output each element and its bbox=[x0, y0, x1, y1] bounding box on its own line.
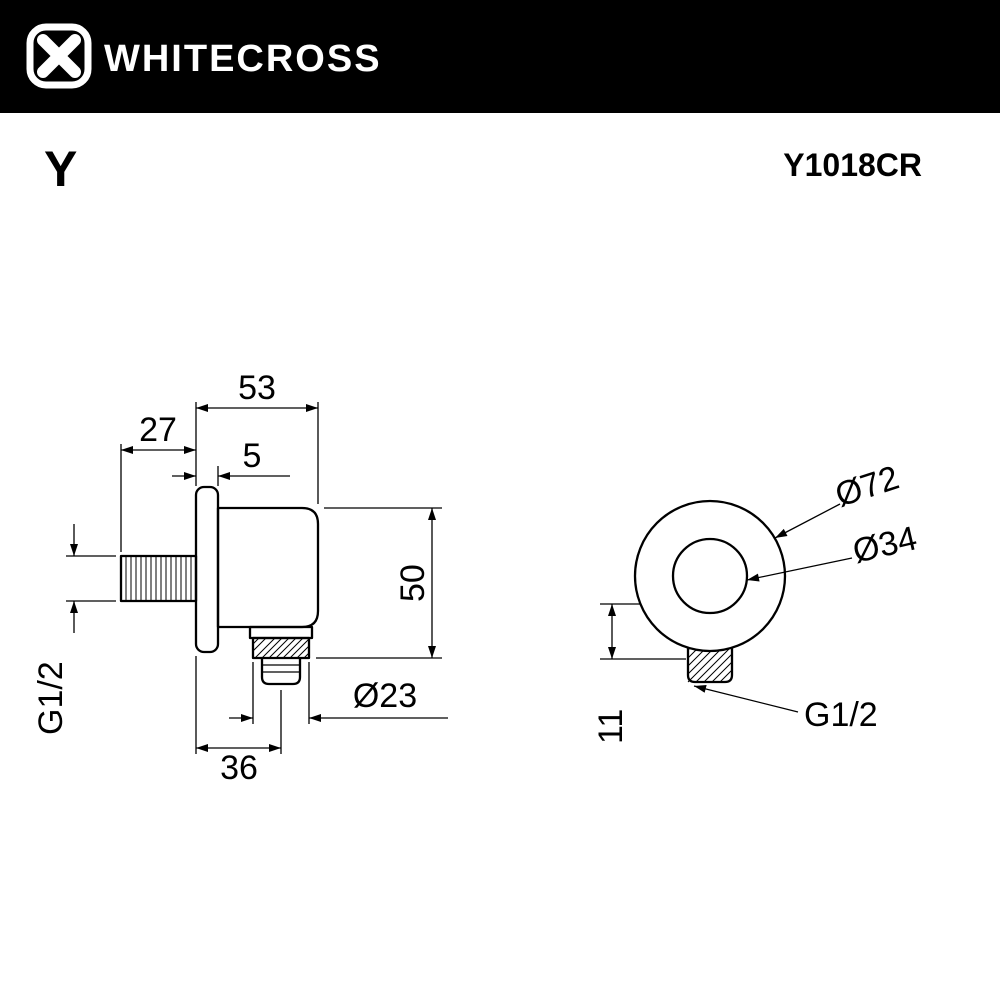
dim-27-label: 27 bbox=[139, 411, 177, 449]
dim-27: 27 bbox=[120, 411, 196, 552]
inner-circle bbox=[671, 537, 749, 615]
dim-53: 53 bbox=[195, 369, 319, 504]
inlet-pipe bbox=[119, 554, 198, 603]
side-view: 53 27 5 50 Ø23 bbox=[32, 369, 448, 787]
brand-logo bbox=[26, 23, 92, 89]
thread-side-label: G1/2 bbox=[32, 661, 70, 735]
front-view: Ø72 Ø34 11 G1/2 bbox=[592, 459, 920, 744]
dim-5: 5 bbox=[172, 437, 290, 486]
leader-line bbox=[746, 557, 853, 582]
inlet-pipe-outline bbox=[119, 554, 198, 603]
outlet-connector bbox=[248, 625, 314, 686]
series-label: Y bbox=[44, 141, 77, 197]
thread-front-label: G1/2 bbox=[804, 696, 878, 734]
outlet-thread bbox=[251, 636, 311, 660]
dim-5-label: 5 bbox=[243, 437, 262, 475]
extension-lines bbox=[195, 402, 319, 504]
extension-lines bbox=[600, 603, 686, 660]
dim-d23: Ø23 bbox=[229, 662, 448, 724]
leader-line bbox=[693, 685, 799, 713]
brand-name: WHITECROSS bbox=[104, 38, 382, 80]
valve-body bbox=[216, 506, 320, 629]
front-outlet bbox=[686, 645, 734, 684]
leader-line bbox=[774, 503, 841, 539]
front-outlet-hatch bbox=[687, 645, 733, 683]
logo-frame bbox=[26, 23, 92, 89]
dim-d23-label: Ø23 bbox=[353, 677, 417, 715]
logo-cross-icon bbox=[37, 34, 81, 78]
header-background bbox=[0, 0, 1000, 113]
dim-36: 36 bbox=[195, 656, 282, 787]
extension-lines bbox=[66, 555, 116, 602]
extension-lines bbox=[195, 656, 282, 754]
outlet-thread-hatch bbox=[252, 637, 310, 659]
dim-53-label: 53 bbox=[238, 369, 276, 407]
hose-nipple-ridges bbox=[262, 664, 300, 673]
outlet-shoulder bbox=[248, 625, 314, 640]
wall-plate bbox=[194, 485, 220, 654]
dim-36-label: 36 bbox=[220, 749, 258, 787]
model-number: Y1018CR bbox=[783, 147, 922, 183]
dim-11-label: 11 bbox=[592, 709, 630, 744]
dim-50: 50 bbox=[316, 507, 442, 659]
dim-11: 11 bbox=[592, 603, 686, 744]
dim-d72-label: Ø72 bbox=[831, 459, 904, 515]
hose-nipple bbox=[260, 658, 302, 686]
dim-d34-label: Ø34 bbox=[849, 519, 920, 570]
thread-callout-side: G1/2 bbox=[32, 524, 116, 735]
extension-lines bbox=[252, 662, 310, 724]
extension-lines bbox=[316, 507, 442, 659]
thread-callout-front: G1/2 bbox=[693, 685, 878, 734]
dim-50-label: 50 bbox=[394, 564, 432, 602]
inlet-thread-hatch bbox=[125, 557, 192, 600]
header-bar: WHITECROSS bbox=[0, 0, 1000, 113]
